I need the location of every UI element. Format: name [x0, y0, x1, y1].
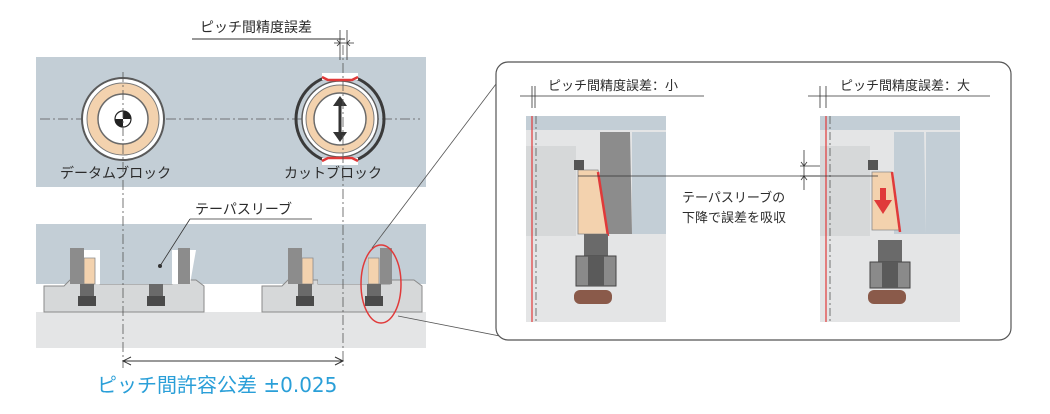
- section-base: [36, 312, 426, 348]
- detail-panel: ピッチ間精度誤差：小 ピッチ間精度誤差：大: [495, 61, 1012, 341]
- datum-block-label: データムブロック: [60, 165, 171, 182]
- cut-block-label: カットブロック: [284, 165, 382, 182]
- top-view: データムブロック カットブロック: [36, 57, 426, 187]
- vertical-double-arrow-icon: [333, 96, 347, 142]
- pitch-error-large-label: ピッチ間精度誤差：大: [840, 78, 970, 94]
- absorb-line2: 下降で誤差を吸収: [682, 210, 786, 226]
- tolerance-dimension: ピッチ間許容公差 ±0.025: [97, 356, 345, 397]
- detail-small-error: ピッチ間精度誤差：小: [520, 78, 704, 322]
- pitch-error-dimension: ピッチ間精度誤差: [192, 20, 354, 60]
- absorb-note: テーパスリーブの 下降で誤差を吸収: [578, 150, 878, 230]
- down-arrow-icon: [874, 188, 892, 214]
- section-view: テーパスリーブ: [36, 201, 426, 348]
- detail-large-error: ピッチ間精度誤差：大: [808, 78, 990, 322]
- pitch-error-top-label: ピッチ間精度誤差: [200, 20, 312, 36]
- tolerance-label: ピッチ間許容公差 ±0.025: [97, 373, 337, 397]
- absorb-line1: テーパスリーブの: [682, 190, 785, 206]
- pitch-error-small-label: ピッチ間精度誤差：小: [548, 78, 678, 94]
- datum-mark-icon: [114, 110, 132, 128]
- taper-sleeve-label: テーパスリーブ: [195, 201, 292, 218]
- detail-highlight-ellipse: [360, 244, 402, 324]
- detail-leader-bottom: [397, 315, 511, 339]
- detail-leader-top: [371, 83, 497, 249]
- cut-block: [294, 73, 386, 165]
